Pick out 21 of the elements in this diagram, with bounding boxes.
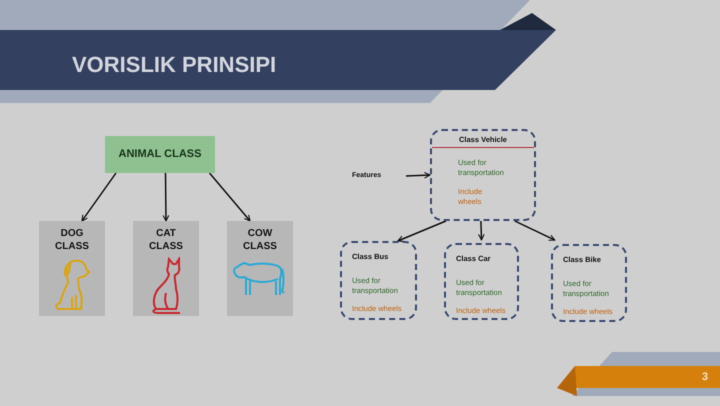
class-box <box>340 241 417 320</box>
slide-title: VORISLIK PRINSIPI <box>72 51 276 79</box>
class-card <box>133 221 199 316</box>
class-name: ANIMAL CLASS <box>118 147 202 162</box>
class-name: CAT CLASS <box>148 227 184 253</box>
page-number: 3 <box>702 370 708 385</box>
class-box <box>444 243 519 320</box>
arrow <box>81 172 117 222</box>
class-box <box>551 244 627 322</box>
class-card <box>227 221 293 316</box>
class-box <box>430 129 536 221</box>
arrow <box>162 173 170 222</box>
arrow <box>514 220 556 241</box>
arrow <box>397 220 446 242</box>
arrow <box>208 172 251 222</box>
class-card <box>39 221 105 316</box>
class-box <box>105 136 215 173</box>
class-name: COW CLASS <box>242 227 278 253</box>
arrow <box>478 220 485 240</box>
arrow <box>406 172 431 179</box>
class-name: DOG CLASS <box>54 227 90 253</box>
